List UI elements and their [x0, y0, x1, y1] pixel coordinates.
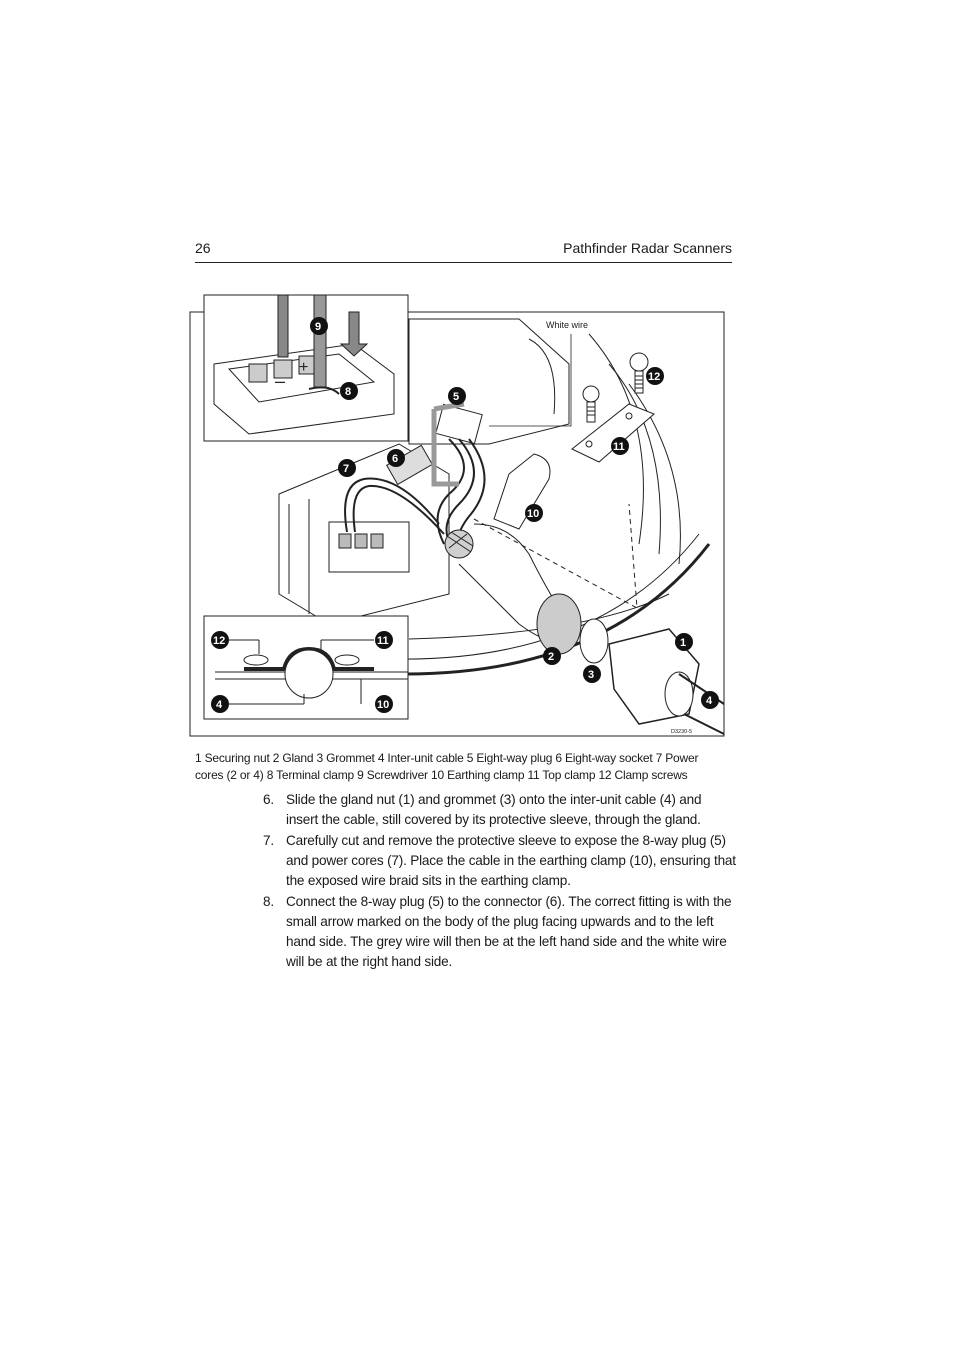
drawing-ref: D3230-5 [671, 729, 692, 735]
inset-callout-11: 11 [375, 631, 393, 649]
inset-callout-12: 12 [211, 631, 229, 649]
installation-figure: – + White wire D3230-5 [189, 294, 726, 738]
callout-6: 6 [387, 449, 405, 467]
svg-text:–: – [275, 371, 285, 391]
svg-text:1: 1 [680, 637, 686, 649]
svg-text:11: 11 [377, 635, 389, 647]
scanner-housing [278, 318, 725, 735]
svg-text:7: 7 [343, 463, 349, 475]
step-8: 8. Connect the 8-way plug (5) to the con… [258, 892, 736, 972]
callout-7: 7 [338, 459, 356, 477]
page-header: 26 Pathfinder Radar Scanners [195, 238, 732, 263]
svg-text:+: + [299, 359, 308, 376]
callout-1: 1 [675, 633, 693, 651]
svg-text:3: 3 [588, 669, 594, 681]
step-6: 6. Slide the gland nut (1) and grommet (… [258, 790, 736, 830]
callout-5: 5 [448, 387, 466, 405]
callout-11: 11 [611, 437, 629, 455]
inset-callout-4: 4 [211, 695, 229, 713]
svg-text:9: 9 [315, 321, 321, 333]
step-text: Carefully cut and remove the protective … [286, 833, 736, 888]
callout-12: 12 [646, 367, 664, 385]
svg-text:8: 8 [345, 386, 351, 398]
inset-callout-10: 10 [375, 695, 393, 713]
svg-text:4: 4 [706, 695, 713, 707]
svg-text:11: 11 [613, 441, 625, 453]
figure-caption: 1 Securing nut 2 Gland 3 Grommet 4 Inter… [195, 750, 735, 784]
callout-8: 8 [340, 382, 358, 400]
callout-3: 3 [583, 665, 601, 683]
step-text: Connect the 8-way plug (5) to the connec… [286, 894, 732, 969]
terminal-inset: – + [203, 294, 409, 442]
running-title: Pathfinder Radar Scanners [563, 240, 732, 256]
callout-9: 9 [310, 317, 328, 335]
caption-line-1: 1 Securing nut 2 Gland 3 Grommet 4 Inter… [195, 751, 699, 765]
svg-text:2: 2 [548, 651, 554, 663]
svg-text:6: 6 [392, 453, 398, 465]
svg-text:10: 10 [527, 508, 539, 520]
step-text: Slide the gland nut (1) and grommet (3) … [286, 792, 702, 827]
step-number: 8. [263, 894, 274, 909]
instruction-steps: 6. Slide the gland nut (1) and grommet (… [258, 790, 736, 973]
svg-text:12: 12 [213, 635, 225, 647]
callout-10: 10 [525, 504, 543, 522]
svg-text:10: 10 [377, 699, 389, 711]
step-number: 6. [263, 792, 274, 807]
step-7: 7. Carefully cut and remove the protecti… [258, 831, 736, 891]
white-wire-label: White wire [546, 320, 588, 330]
earthing-clamp-inset [203, 615, 409, 720]
page-number: 26 [195, 240, 211, 256]
svg-text:5: 5 [453, 391, 459, 403]
caption-line-2: cores (2 or 4) 8 Terminal clamp 9 Screwd… [195, 768, 688, 782]
svg-text:4: 4 [216, 699, 223, 711]
step-number: 7. [263, 833, 274, 848]
callout-2: 2 [543, 647, 561, 665]
svg-text:12: 12 [648, 371, 660, 383]
callout-4: 4 [701, 691, 719, 709]
